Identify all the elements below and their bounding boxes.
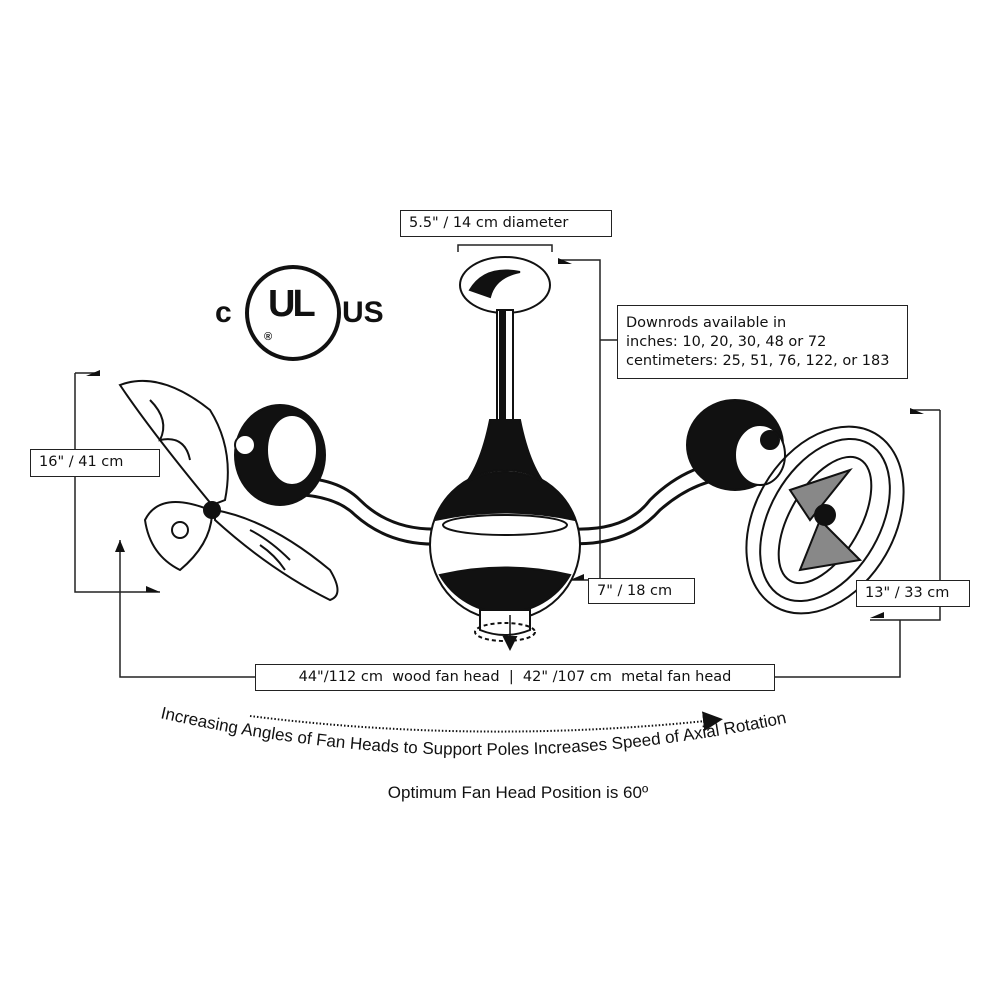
ul-mark: UL bbox=[268, 283, 316, 325]
canopy-diameter-label: 5.5" / 14 cm diameter bbox=[400, 210, 612, 237]
ul-prefix: c bbox=[215, 296, 232, 329]
metal-head-height-label: 13" / 33 cm bbox=[856, 580, 970, 607]
downrod-options-label: Downrods available in inches: 10, 20, 30… bbox=[617, 305, 908, 379]
fan-span-label: 44"/112 cm wood fan head | 42" /107 cm m… bbox=[255, 664, 775, 691]
fan-canopy bbox=[459, 256, 551, 421]
dimension-arrows bbox=[86, 258, 924, 618]
fan-motor-body bbox=[429, 419, 581, 651]
ul-logo bbox=[245, 265, 341, 361]
wood-head-height-label: 16" / 41 cm bbox=[30, 449, 160, 477]
dimension-lines bbox=[74, 244, 941, 678]
downrod-line-3: centimeters: 25, 51, 76, 122, or 183 bbox=[626, 353, 890, 369]
ul-registered: ® bbox=[264, 331, 273, 343]
downrod-line-2: inches: 10, 20, 30, 48 or 72 bbox=[626, 334, 827, 350]
rotation-arrow bbox=[249, 711, 723, 733]
downrod-line-1: Downrods available in bbox=[626, 315, 787, 331]
wood-fan-head bbox=[118, 379, 339, 602]
ul-suffix: US bbox=[342, 296, 384, 329]
body-height-label: 7" / 18 cm bbox=[588, 578, 695, 604]
optimum-note: Optimum Fan Head Position is 60º bbox=[388, 783, 648, 802]
metal-fan-head bbox=[686, 399, 905, 615]
